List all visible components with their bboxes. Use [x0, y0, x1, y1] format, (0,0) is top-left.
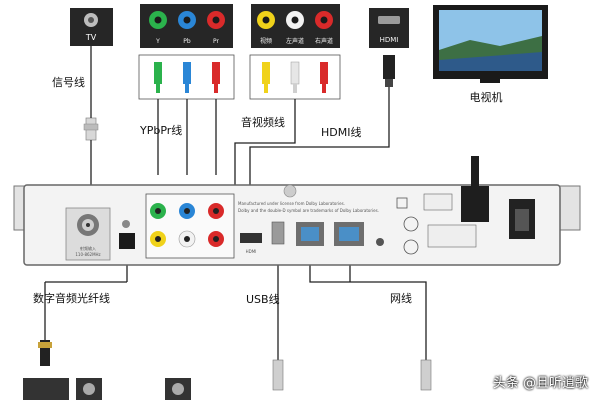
usb-cable-label: USB线 — [246, 292, 280, 306]
network-plug — [421, 360, 431, 390]
rf-in-label: 射频输入 — [80, 245, 96, 251]
hdmi-port-panel: HDMI — [369, 8, 409, 48]
av-port-panel: 视频 左声道 右声道 — [251, 4, 340, 48]
av-plug-group — [250, 55, 340, 99]
rf-cable-plug — [84, 118, 98, 140]
hdmi-port-label: HDMI — [380, 36, 399, 44]
set-top-box: 射频输入 110-862MHz HDMI Manufactured under … — [14, 156, 580, 265]
y-port-label: Y — [155, 38, 160, 45]
dolby-notice-2: Dolby and the double-D symbol are tradem… — [238, 208, 379, 213]
rf-in-frequency: 110-862MHz — [75, 252, 100, 257]
signal-cable-label: 信号线 — [52, 75, 85, 89]
pb-port-label: Pb — [183, 38, 191, 45]
pr-port-label: Pr — [213, 38, 220, 45]
ypbpr-cable-label: YPbPr线 — [139, 123, 182, 137]
hdmi-cable-label: HDMI线 — [321, 125, 361, 139]
video-port-label: 视频 — [260, 37, 272, 45]
tv-port-panel: TV — [70, 8, 113, 46]
audio-left-port-label: 左声道 — [286, 37, 304, 45]
av-cable-label: 音视频线 — [241, 115, 285, 129]
usb-plug — [273, 360, 283, 390]
bottom-port-thumbnails — [23, 378, 191, 400]
hdmi-plug — [383, 55, 395, 87]
ypbpr-plug-group — [139, 55, 234, 99]
watermark: 头条 @且听逍歌 — [493, 372, 588, 391]
hdmi-mark: HDMI — [246, 249, 257, 254]
network-cable-label: 网线 — [390, 291, 412, 305]
component-port-panel: Y Pb Pr — [140, 4, 233, 48]
tv-port-label: TV — [85, 33, 97, 42]
optical-plug — [38, 340, 52, 366]
dolby-notice-1: Manufactured under license from Dolby La… — [238, 201, 345, 206]
audio-right-port-label: 右声道 — [315, 37, 333, 45]
tv-caption: 电视机 — [470, 90, 503, 104]
television-icon: 电视机 — [433, 5, 548, 104]
